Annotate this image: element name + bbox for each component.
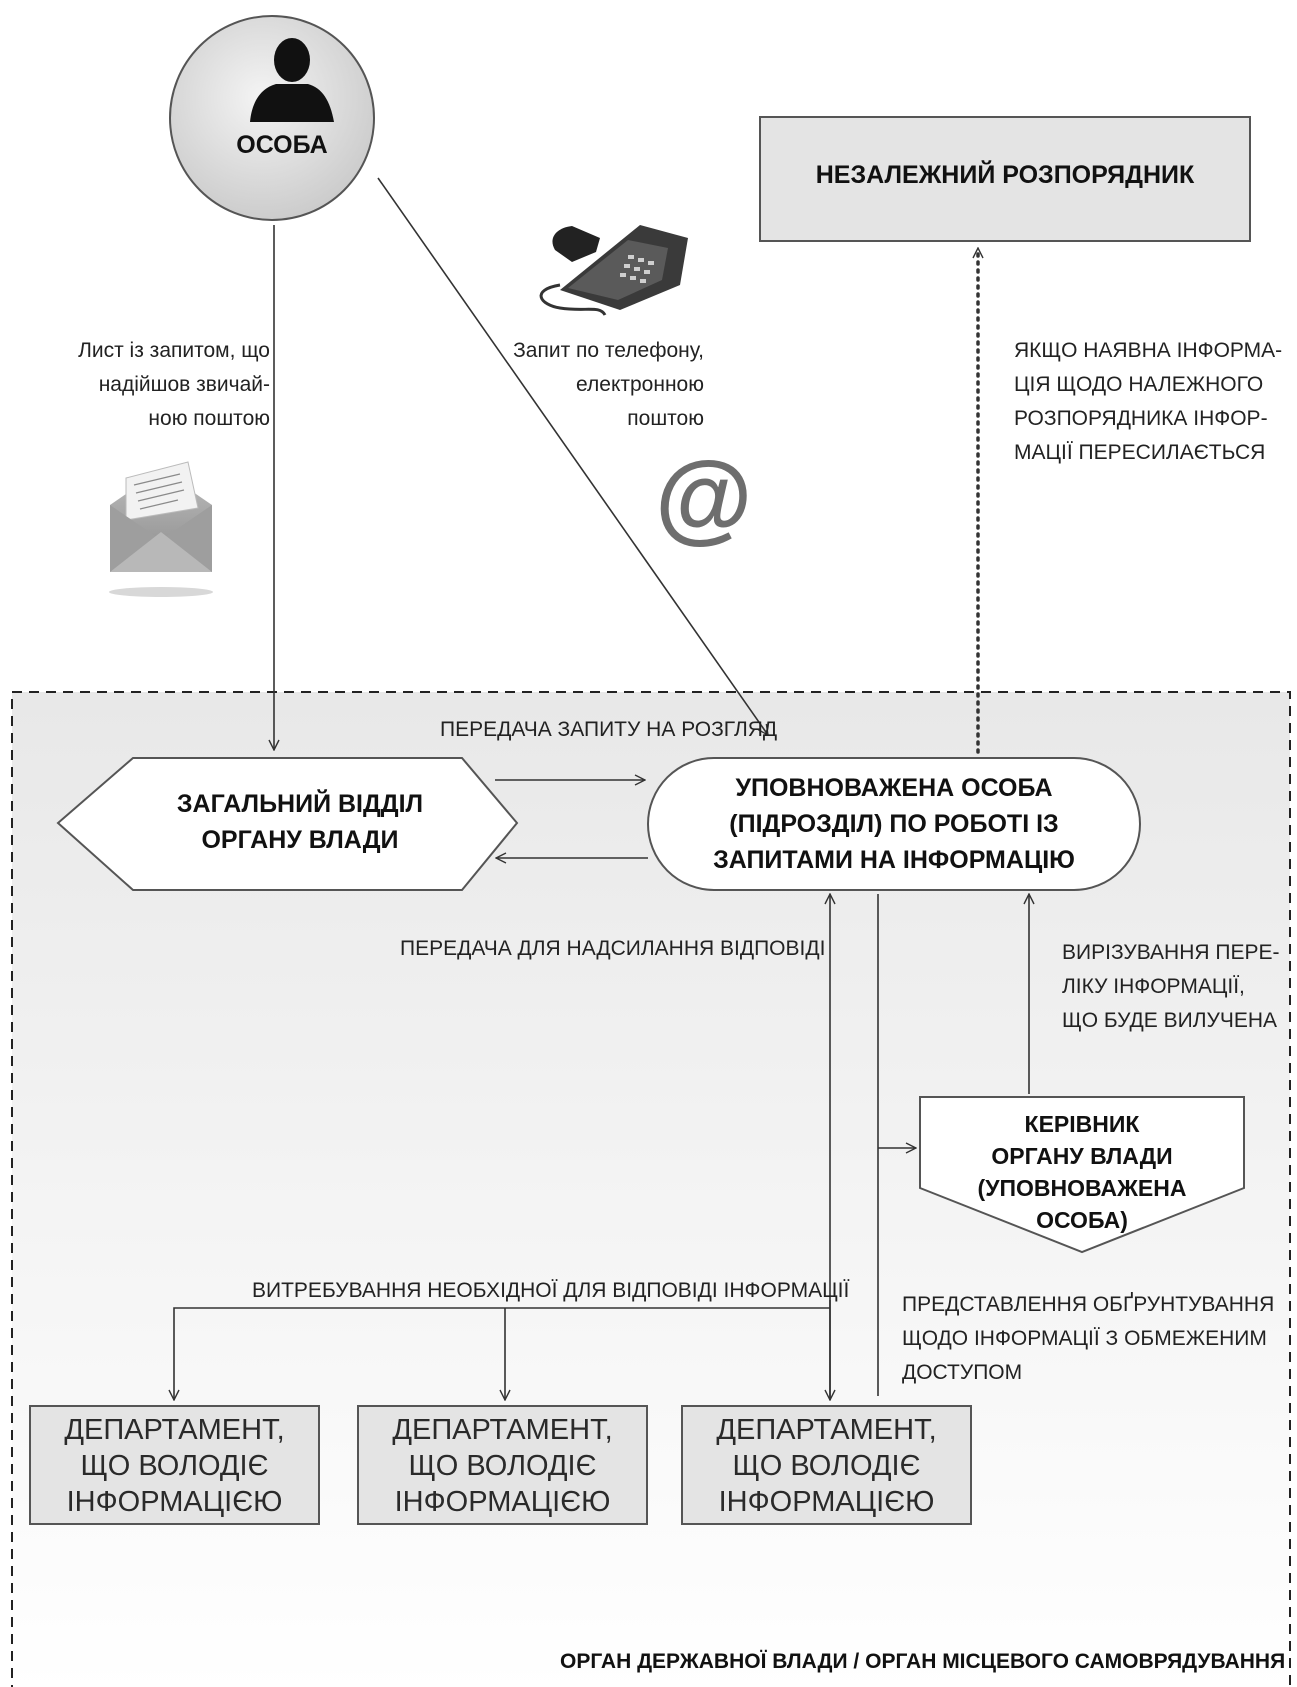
request-info-branch: [174, 1307, 830, 1400]
request-info-label: ВИТРЕБУВАННЯ НЕОБХІДНОЇ ДЛЯ ВІДПОВІДІ ІН…: [252, 1279, 850, 1302]
organization-label: ОРГАН ДЕРЖАВНОЇ ВЛАДИ / ОРГАН МІСЦЕВОГО …: [560, 1650, 1286, 1673]
person-label: ОСОБА: [236, 131, 328, 159]
head-pentagon: [919, 1096, 1245, 1254]
general-department-title: ЗАГАЛЬНИЙ ВІДДІЛ ОРГАНУ ВЛАДИ: [176, 790, 424, 854]
person-node: [169, 15, 375, 221]
department-label: ДЕПАРТАМЕНТ, ЩО ВОЛОДІЄ ІНФОРМАЦІЄЮ: [392, 1414, 613, 1518]
phone-email-label: Запит по телефону, електронною поштою: [513, 339, 704, 430]
independent-manager-title: НЕЗАЛЕЖНИЙ РОЗПОРЯДНИК: [815, 161, 1195, 189]
person-silhouette-icon: [250, 38, 334, 122]
head-title: КЕРІВНИК ОРГАНУ ВЛАДИ (УПОВНОВАЖЕНА ОСОБ…: [977, 1111, 1187, 1233]
department-box: [357, 1405, 648, 1525]
authorized-person-title: УПОВНОВАЖЕНА ОСОБА (ПІДРОЗДІЛ) ПО РОБОТІ…: [713, 774, 1075, 874]
if-known-label: ЯКЩО НАЯВНА ІНФОРМА- ЦІЯ ЩОДО НАЛЕЖНОГО …: [1014, 339, 1283, 464]
telephone-icon: [539, 225, 688, 316]
department-box: [681, 1405, 972, 1525]
department-label: ДЕПАРТАМЕНТ, ЩО ВОЛОДІЄ ІНФОРМАЦІЄЮ: [64, 1414, 285, 1518]
phone-email-arrow: [377, 177, 768, 735]
department-label: ДЕПАРТАМЕНТ, ЩО ВОЛОДІЄ ІНФОРМАЦІЄЮ: [716, 1414, 937, 1518]
at-sign-icon: @: [655, 441, 753, 553]
transfer-review-label: ПЕРЕДАЧА ЗАПИТУ НА РОЗГЛЯД: [440, 718, 778, 741]
authorized-person-box: [647, 757, 1141, 891]
cutting-list-label: ВИРІЗУВАННЯ ПЕРЕ- ЛІКУ ІНФОРМАЦІЇ, ЩО БУ…: [1062, 941, 1280, 1032]
justification-label: ПРЕДСТАВЛЕННЯ ОБҐРУНТУВАННЯ ЩОДО ІНФОРМА…: [902, 1293, 1275, 1384]
transfer-reply-label: ПЕРЕДАЧА ДЛЯ НАДСИЛАННЯ ВІДПОВІДІ: [400, 937, 826, 960]
department-box: [29, 1405, 320, 1525]
general-department-hexagon: [56, 757, 519, 891]
letter-label: Лист із запитом, що надійшов звичай- ною…: [78, 339, 270, 430]
independent-manager-box: [759, 116, 1251, 242]
envelope-letter-icon: [109, 461, 213, 597]
